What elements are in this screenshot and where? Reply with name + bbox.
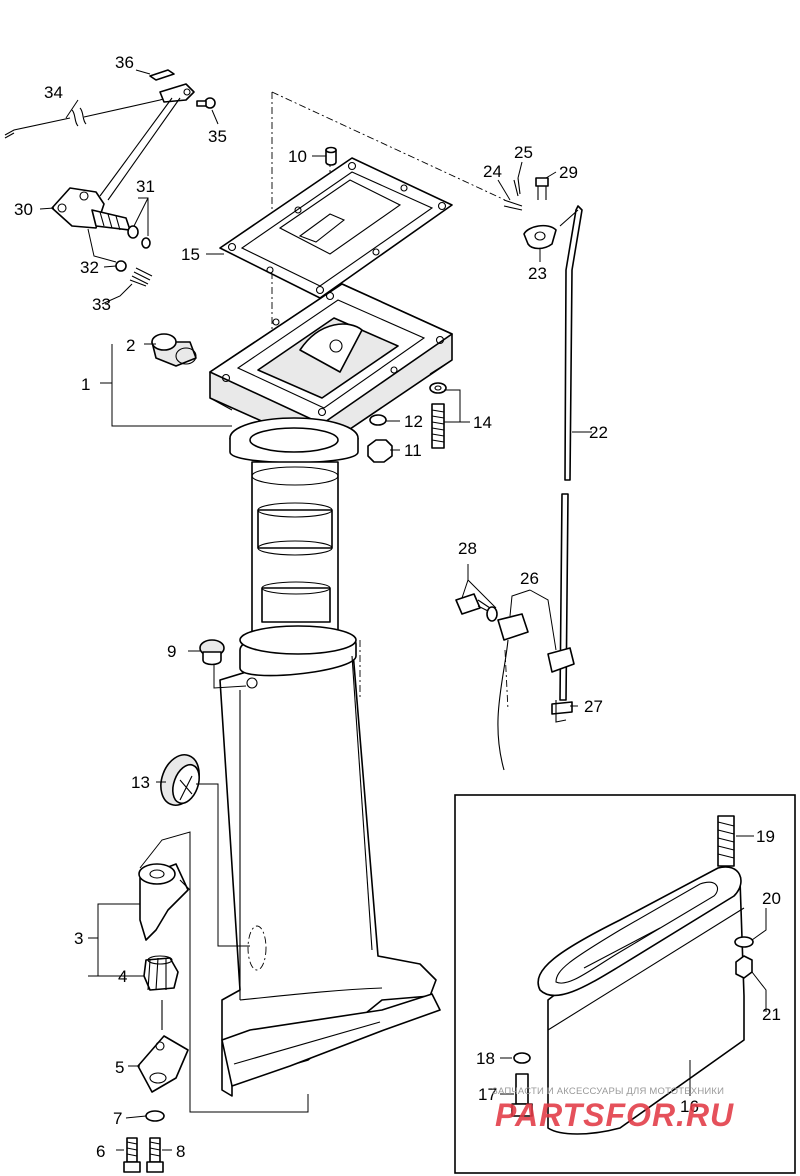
callout-29: 29 bbox=[559, 163, 578, 182]
callout-17: 17 bbox=[478, 1085, 497, 1104]
callout-5: 5 bbox=[115, 1058, 124, 1077]
callout-31: 31 bbox=[136, 177, 155, 196]
callout-18: 18 bbox=[476, 1049, 495, 1068]
upper-casing-head bbox=[209, 283, 453, 449]
callout-23: 23 bbox=[528, 264, 547, 283]
callout-36: 36 bbox=[115, 53, 134, 72]
mount-bracket-assembly bbox=[137, 863, 191, 1093]
callout-24: 24 bbox=[483, 162, 502, 181]
callout-1: 1 bbox=[81, 375, 90, 394]
bolts-bottom-left bbox=[123, 1110, 165, 1173]
callout-22: 22 bbox=[589, 423, 608, 442]
callout-6: 6 bbox=[96, 1142, 105, 1161]
rubber-seal bbox=[160, 754, 200, 806]
callout-15: 15 bbox=[181, 245, 200, 264]
callout-34: 34 bbox=[44, 83, 63, 102]
callout-12: 12 bbox=[404, 412, 423, 431]
bushing bbox=[151, 333, 197, 367]
callout-9: 9 bbox=[167, 642, 176, 661]
callout-25: 25 bbox=[514, 143, 533, 162]
callout-8: 8 bbox=[176, 1142, 185, 1161]
callout-4: 4 bbox=[118, 967, 127, 986]
callout-33: 33 bbox=[92, 295, 111, 314]
callout-32: 32 bbox=[80, 258, 99, 277]
callout-20: 20 bbox=[762, 889, 781, 908]
callout-35: 35 bbox=[208, 127, 227, 146]
callout-14: 14 bbox=[473, 413, 492, 432]
callout-7: 7 bbox=[113, 1109, 122, 1128]
watermark-caption: ЗАПЧАСТИ И АКСЕССУАРЫ ДЛЯ МОТОТЕХНИКИ bbox=[492, 1086, 724, 1097]
lower-casing-body bbox=[219, 625, 441, 1097]
callout-30: 30 bbox=[14, 200, 33, 219]
throttle-linkage bbox=[4, 69, 216, 287]
callout-13: 13 bbox=[131, 773, 150, 792]
callout-10: 10 bbox=[288, 147, 307, 166]
gasket bbox=[219, 157, 453, 299]
callout-28: 28 bbox=[458, 539, 477, 558]
shift-rod-assembly bbox=[455, 177, 583, 771]
callout-21: 21 bbox=[762, 1005, 781, 1024]
dowel-pin bbox=[325, 146, 337, 166]
leader-lines bbox=[39, 69, 767, 1151]
callout-2: 2 bbox=[126, 336, 135, 355]
callout-labels: 1 2 3 4 5 6 7 8 9 10 11 12 13 14 15 16 1… bbox=[14, 53, 781, 1161]
grommet bbox=[199, 639, 225, 666]
callout-19: 19 bbox=[756, 827, 775, 846]
watermark-brand: PARTSFOR.RU bbox=[495, 1097, 734, 1133]
callout-26: 26 bbox=[520, 569, 539, 588]
watermark: ЗАПЧАСТИ И АКСЕССУАРЫ ДЛЯ МОТОТЕХНИКИ PA… bbox=[492, 1086, 734, 1133]
callout-27: 27 bbox=[584, 697, 603, 716]
callout-16: 16 bbox=[680, 1097, 699, 1116]
fasteners-right bbox=[367, 382, 447, 463]
callout-3: 3 bbox=[74, 929, 83, 948]
callout-11: 11 bbox=[404, 441, 422, 460]
drive-shaft-housing-tube bbox=[229, 417, 359, 641]
inset-panel bbox=[454, 794, 796, 1174]
